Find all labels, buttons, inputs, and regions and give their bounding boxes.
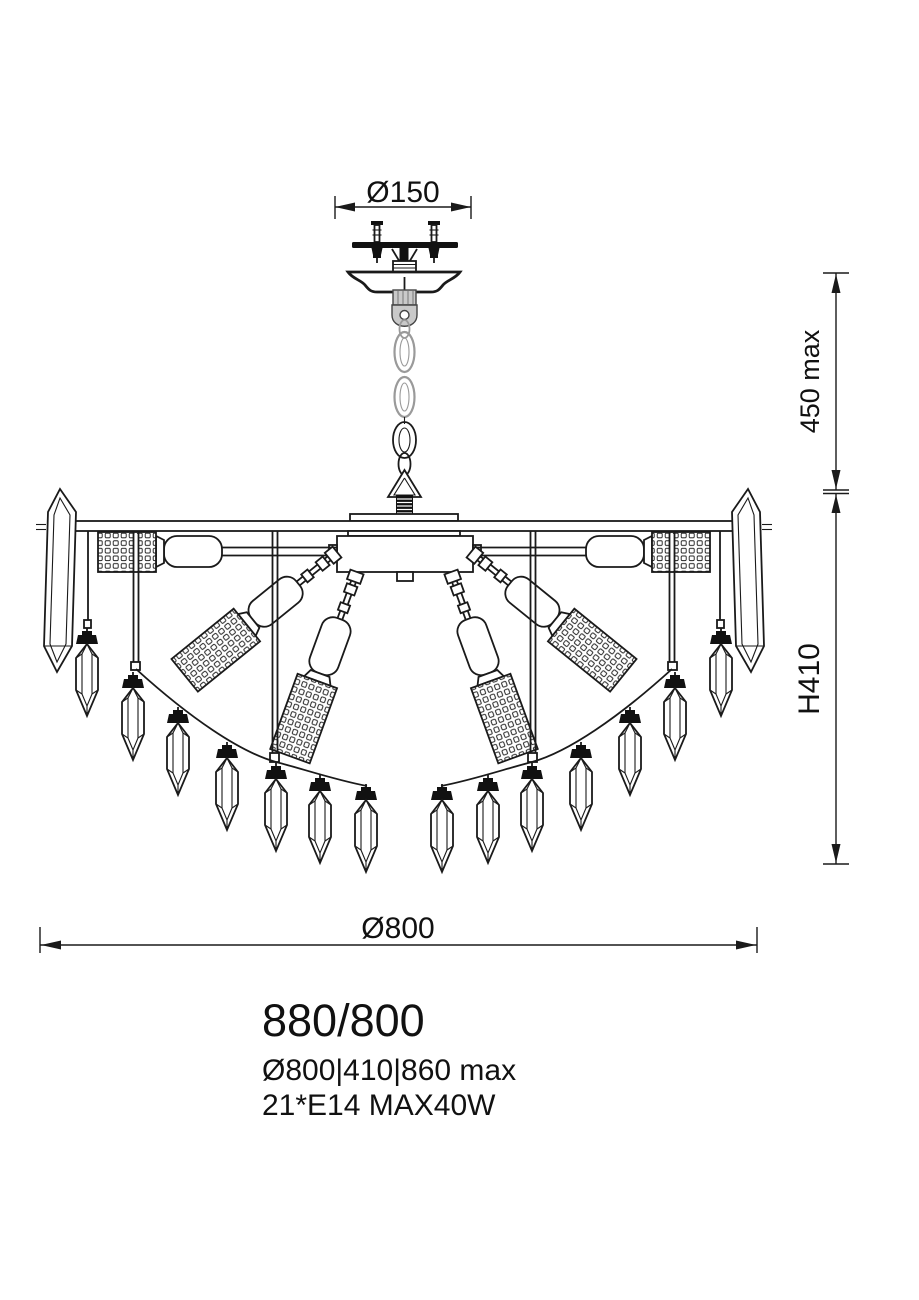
crystal-prism: [618, 706, 642, 796]
garland-swag-left: [135, 668, 368, 787]
dimension-body-height: H410: [793, 492, 849, 865]
dim-height-label: H410: [793, 643, 826, 715]
crystal-prism: [476, 774, 500, 864]
horizontal-arm-left: [97, 531, 337, 573]
hub-notch: [396, 571, 414, 582]
crystal-prism: [75, 627, 99, 717]
size-spec: Ø800|410|860 max: [262, 1054, 516, 1087]
crystal-prism: [166, 706, 190, 796]
lamp-socket: [163, 535, 223, 568]
crystal-prism: [520, 762, 544, 852]
chain-link: [393, 330, 416, 374]
dim-suspension-label: 450 max: [795, 329, 825, 433]
crystal-prism: [215, 741, 239, 831]
crystal-prisms: [75, 627, 733, 873]
hanger-loop: [386, 468, 423, 498]
mounting-bolt-left: [371, 221, 383, 263]
dimension-suspension-max: 450 max: [795, 272, 849, 491]
center-hub: [336, 535, 474, 573]
horizontal-arm-right: [473, 531, 711, 573]
drop-wires-and-rods: [83, 531, 725, 763]
crystal-prism: [430, 783, 454, 873]
dim-diameter-label: Ø800: [361, 912, 434, 945]
crystal-prism: [354, 783, 378, 873]
crystal-garland: [135, 668, 673, 787]
lamp-socket: [585, 535, 645, 568]
crystal-prism: [569, 741, 593, 831]
end-blade-left: [43, 487, 77, 674]
mount-bracket: [391, 247, 418, 277]
crystal-prism: [264, 762, 288, 852]
crystal-prism: [308, 774, 332, 864]
garland-swag-right: [440, 668, 673, 787]
chain-link-connector: [392, 421, 417, 459]
suspension-chain: [386, 319, 423, 522]
crystal-prism: [709, 627, 733, 717]
end-blade-right: [731, 487, 765, 674]
crystal-shade: [651, 531, 711, 573]
crystal-shade: [97, 531, 157, 573]
frame-bar: [56, 520, 761, 532]
crystal-prism: [663, 671, 687, 761]
info-block: 880/800 Ø800|410|860 max 21*E14 MAX40W: [262, 995, 516, 1122]
dimension-diameter: Ø800: [39, 912, 758, 953]
socket-spec: 21*E14 MAX40W: [262, 1089, 496, 1122]
crystal-prism: [121, 671, 145, 761]
model-number: 880/800: [262, 995, 425, 1046]
dimension-mount-diameter: Ø150: [334, 176, 472, 219]
mounting-plate: [352, 242, 458, 248]
top-plate: [349, 513, 459, 522]
dim-mount-label: Ø150: [366, 176, 439, 209]
ceiling-mount: [345, 221, 463, 327]
mounting-bolt-right: [428, 221, 440, 263]
